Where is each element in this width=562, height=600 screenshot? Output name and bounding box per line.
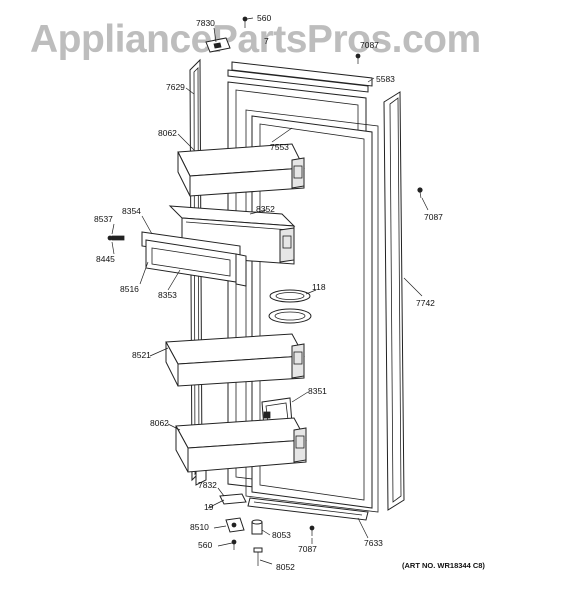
label-7087-top: 7087 [360,40,379,50]
label-8052: 8052 [276,562,295,572]
label-8062-top: 8062 [158,128,177,138]
label-7629: 7629 [166,82,185,92]
label-8510: 8510 [190,522,209,532]
side-screw [417,187,423,199]
art-number: (ART NO. WR18344 C8) [402,561,485,570]
door-bin-bottom [175,417,307,473]
door-bin-upper [177,143,305,197]
label-8521: 8521 [132,350,151,360]
label-8516: 8516 [120,284,139,294]
label-560-bottom: 560 [198,540,212,550]
label-8445: 8445 [96,254,115,264]
bottom-door-trim [247,497,369,521]
bottom-hinge-parts [219,493,315,566]
label-8351: 8351 [308,386,327,396]
top-screw [355,53,361,64]
dairy-door-cover [141,231,247,287]
part-labels: 560 7830 7 7087 5583 7629 8062 7553 7087… [94,13,443,572]
label-560-top: 560 [257,13,271,23]
label-8353: 8353 [158,290,177,300]
label-19: 19 [204,502,214,512]
hinge-pin [107,235,125,241]
label-8352: 8352 [256,204,275,214]
label-7742: 7742 [416,298,435,308]
label-118: 118 [312,282,326,292]
top-hinge [205,16,248,53]
leader-lines [111,17,429,565]
label-7832: 7832 [198,480,217,490]
label-5583: 5583 [376,74,395,84]
label-7553: 7553 [270,142,289,152]
label-7830: 7830 [196,18,215,28]
label-8537: 8537 [94,214,113,224]
label-7087-right: 7087 [424,212,443,222]
label-8062-bottom: 8062 [150,418,169,428]
label-7087-bottom: 7087 [298,544,317,554]
label-7-top: 7 [264,36,269,46]
label-7633: 7633 [364,538,383,548]
right-side-trim [383,91,405,511]
egg-trays [268,289,312,324]
watermark-text: AppliancePartsPros.com [30,18,481,61]
door-bin-lower [165,333,305,387]
label-8053: 8053 [272,530,291,540]
label-8354: 8354 [122,206,141,216]
